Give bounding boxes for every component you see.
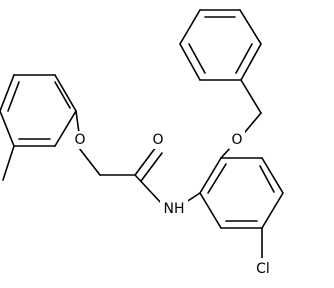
atom-label-chlorine: Cl bbox=[251, 258, 275, 277]
amide-nh-label: NH bbox=[164, 201, 185, 217]
ether-tolyl-bond bbox=[75, 110, 80, 134]
ether-oxygen-tolyl-label: O bbox=[74, 132, 85, 148]
atom-label-amide: NH bbox=[160, 200, 188, 218]
methyl-bond bbox=[2, 145, 15, 181]
ether-oxygen-benzyl-label: O bbox=[231, 132, 242, 148]
carbonyl-double-bond-a bbox=[134, 146, 157, 176]
carbonyl-double-bond-b bbox=[140, 152, 163, 182]
atom-label-carbonyl: O bbox=[150, 131, 166, 149]
atom-label-ether-benzyl: O bbox=[229, 131, 245, 149]
chloroaniline-ring bbox=[199, 157, 284, 229]
benzyl-ring bbox=[179, 9, 262, 81]
nh-carbonyl-bond bbox=[134, 174, 163, 205]
chlorine-label: Cl bbox=[256, 261, 270, 277]
carbonyl-oxygen-label: O bbox=[152, 132, 163, 148]
atom-label-tolyl-ether: O bbox=[72, 131, 88, 149]
benzyl-ch2-bond bbox=[240, 79, 262, 114]
ch2-tolyl-ether-bond bbox=[78, 147, 101, 176]
tolyl-ring bbox=[0, 74, 77, 147]
